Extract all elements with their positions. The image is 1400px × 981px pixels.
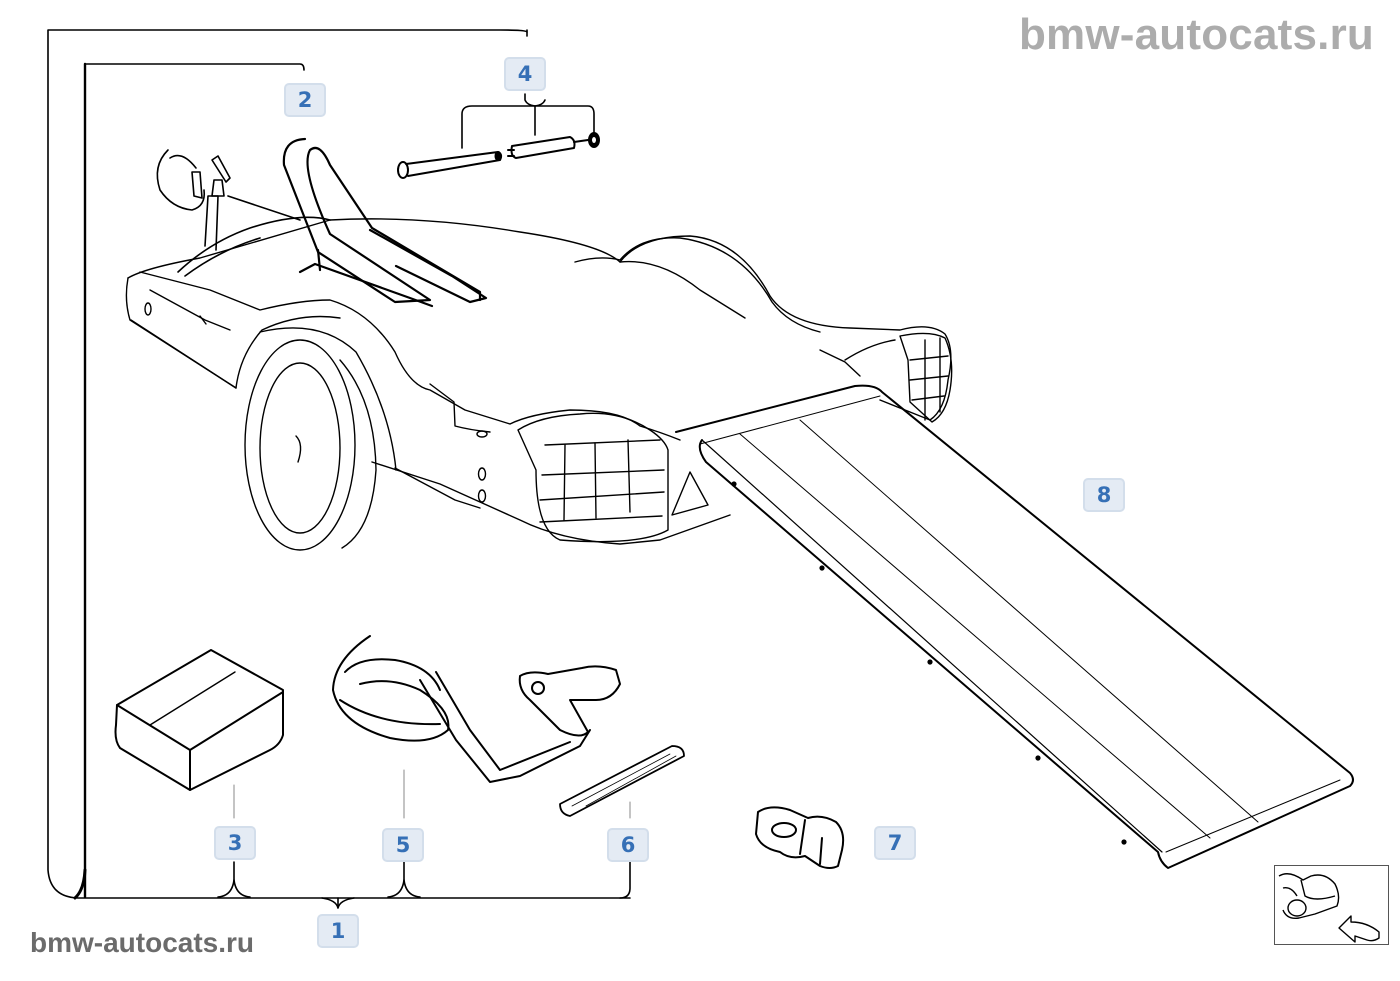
- watermark-bottom: bmw-autocats.ru: [30, 927, 255, 958]
- part-8-ramp: [675, 384, 1354, 869]
- callout-6[interactable]: 6: [607, 828, 649, 862]
- callout-1[interactable]: 1: [317, 914, 359, 948]
- callout-8[interactable]: 8: [1083, 478, 1125, 512]
- vehicle-location-thumbnail[interactable]: [1274, 865, 1389, 945]
- part-trailer-body: [125, 218, 953, 551]
- group-bracket-outer: [47, 29, 631, 900]
- part-4-pin-sleeve: [397, 132, 600, 179]
- part-6-chock-strip: [559, 745, 685, 817]
- part-3-box: [114, 649, 284, 791]
- callout-2[interactable]: 2: [284, 83, 326, 117]
- callout-5[interactable]: 5: [382, 828, 424, 862]
- part-2-wheel-stop-hoop: [282, 137, 488, 308]
- watermark-top: bmw-autocats.ru: [1018, 10, 1374, 59]
- part-5-ratchet-strap: [332, 635, 621, 783]
- callout-4[interactable]: 4: [504, 57, 546, 91]
- group-bracket-bottom: [217, 769, 631, 909]
- callout-7[interactable]: 7: [874, 826, 916, 860]
- callout-3[interactable]: 3: [214, 826, 256, 860]
- part-coupling-cable: [156, 149, 331, 277]
- part-7-buckle: [755, 806, 845, 869]
- group-bracket-4: [461, 29, 595, 149]
- vehicle-location-arrow-icon: [1278, 873, 1380, 943]
